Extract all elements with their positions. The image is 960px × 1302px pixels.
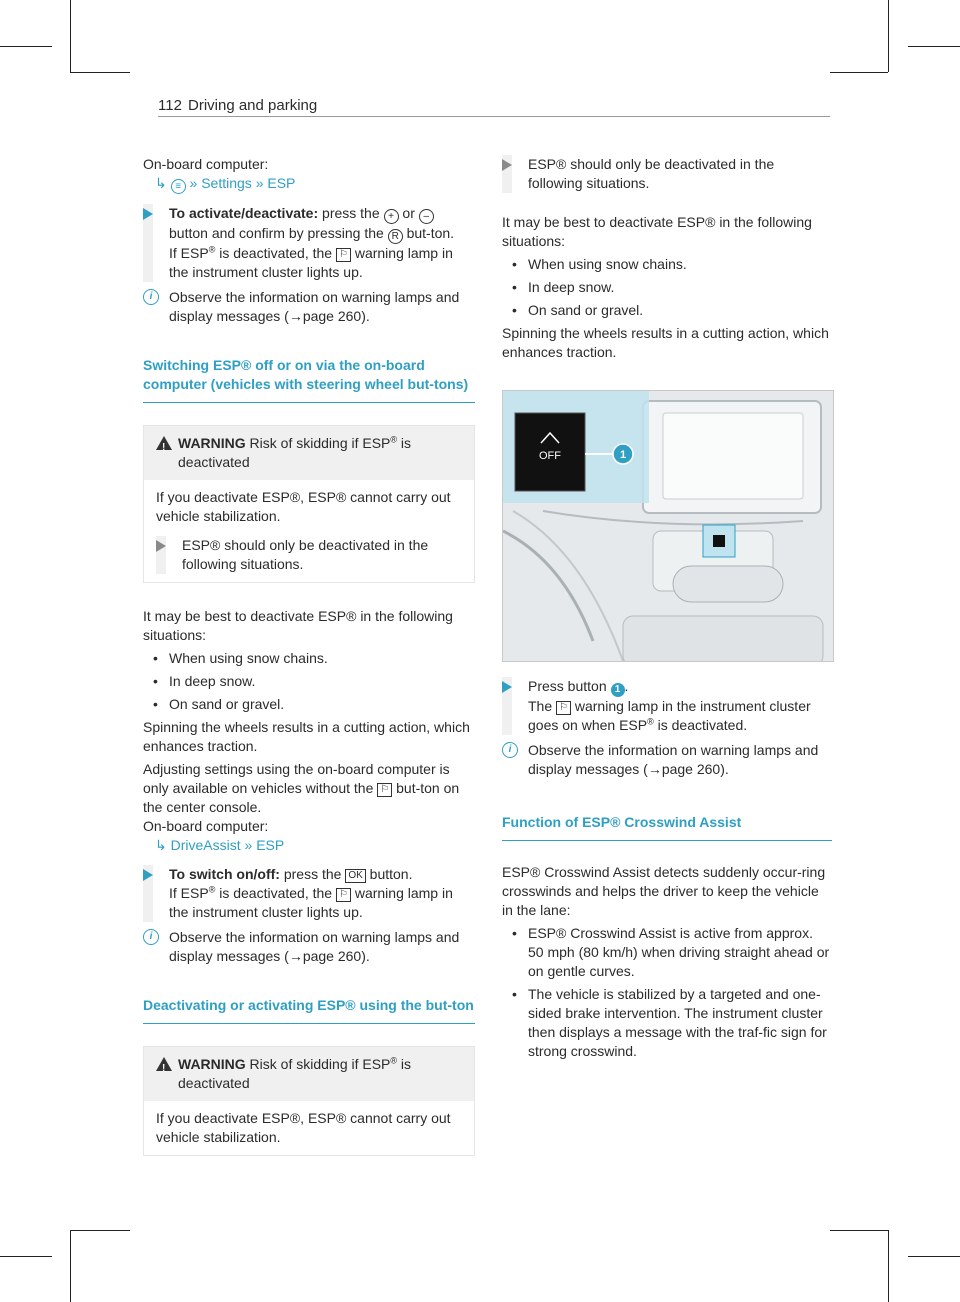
header-rule [158, 116, 830, 117]
menu-esp[interactable]: ESP [256, 837, 285, 853]
plus-icon: + [383, 209, 399, 224]
crop-mark [70, 1230, 71, 1302]
arrow-icon: → [647, 761, 662, 777]
arrow-icon: → [288, 308, 303, 324]
menu-driveassist[interactable]: DriveAssist [170, 837, 241, 853]
callout-badge: 1 [610, 683, 625, 697]
onboard-label: On-board computer: [143, 156, 269, 172]
step-arrow-icon [143, 208, 153, 220]
warning-triangle-icon [156, 1057, 172, 1078]
step-arrow-icon [143, 869, 153, 881]
crop-mark [830, 72, 888, 73]
crop-mark [0, 46, 52, 47]
menu-esp[interactable]: ESP [267, 175, 296, 191]
crop-mark [70, 0, 71, 72]
callout-1: 1 [620, 449, 626, 461]
esp-off-icon: ⚐ [335, 248, 351, 262]
heading-crosswind: Function of ESP® Crosswind Assist [502, 813, 832, 841]
note-info: i Observe the information on warning lam… [143, 288, 475, 326]
page-header: 112 Driving and parking [158, 92, 830, 118]
chevron-icon: » [255, 175, 264, 191]
menu-path: ↳ DriveAssist » ESP [143, 836, 475, 855]
return-arrow-icon: ↳ [155, 175, 167, 191]
dashboard-illustration: OFF 1 [502, 390, 834, 662]
right-column: ESP® should only be deactivated in the f… [502, 155, 832, 362]
warning-box: WARNING Risk of skidding if ESP® is deac… [143, 1046, 475, 1156]
chevron-icon: » [189, 175, 198, 191]
esp-off-icon: ⚐ [377, 783, 393, 797]
info-icon: i [143, 289, 159, 305]
crop-mark [908, 46, 960, 47]
ok-key-icon: OK [345, 869, 366, 883]
step-press: Press button 1. The ⚐ warning lamp in th… [502, 677, 832, 735]
heading-switching: Switching ESP® off or on via the on-boar… [143, 356, 475, 403]
left-column: On-board computer: ↳ ≡ » Settings » ESP … [143, 155, 475, 1180]
home-icon: ≡ [170, 179, 186, 194]
step-activate: To activate/deactivate: press the + or –… [143, 204, 475, 282]
section-title: Driving and parking [188, 97, 318, 114]
step-arrow-icon [502, 681, 512, 693]
crop-mark [830, 1230, 888, 1231]
esp-off-icon: ⚐ [335, 888, 351, 902]
esp-off-label: OFF [539, 450, 561, 462]
dashboard-drawing: OFF 1 [503, 391, 833, 661]
crop-mark [70, 1230, 130, 1231]
menu-settings[interactable]: Settings [201, 175, 252, 191]
crop-mark [0, 1256, 52, 1257]
crop-mark [888, 1230, 889, 1302]
esp-off-icon: ⚐ [556, 701, 571, 715]
right-column-lower: Press button 1. The ⚐ warning lamp in th… [502, 677, 832, 1061]
step-arrow-icon [156, 540, 166, 552]
info-icon: i [143, 929, 159, 945]
crop-mark [70, 72, 130, 73]
crop-mark [908, 1256, 960, 1257]
heading-deactivating: Deactivating or activating ESP® using th… [143, 996, 475, 1024]
step-arrow-icon [502, 159, 512, 171]
chevron-icon: » [244, 837, 253, 853]
step-top: ESP® should only be deactivated in the f… [502, 155, 832, 193]
info-icon: i [502, 742, 518, 758]
note-info: i Observe the information on warning lam… [143, 928, 475, 966]
crop-mark [888, 0, 889, 72]
warning-box: WARNING Risk of skidding if ESP® is deac… [143, 425, 475, 583]
r-button-icon: R [387, 229, 403, 244]
step-switch: To switch on/off: press the OK button. I… [143, 865, 475, 922]
note-info: i Observe the information on warning lam… [502, 741, 832, 779]
minus-icon: – [418, 209, 434, 224]
arrow-icon: → [288, 948, 303, 964]
return-arrow-icon: ↳ [155, 837, 167, 853]
warning-triangle-icon [156, 436, 172, 457]
menu-path: ↳ ≡ » Settings » ESP [143, 174, 475, 194]
page-number: 112 [158, 97, 182, 114]
